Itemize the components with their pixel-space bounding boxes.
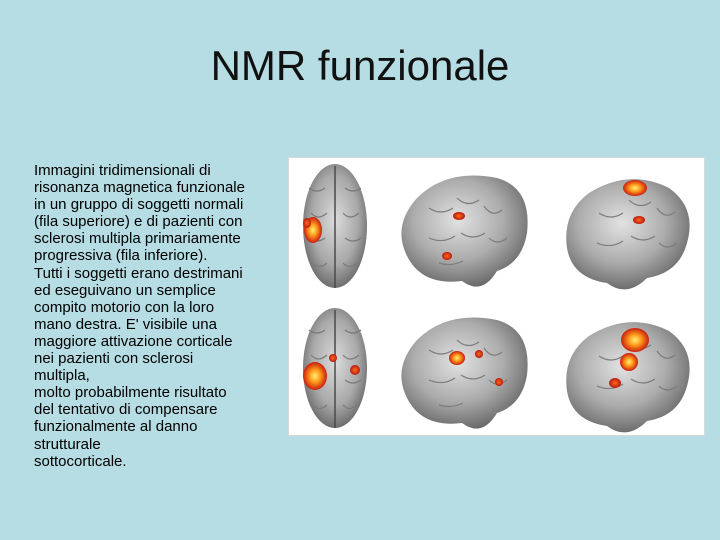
brain-right-lateral-ms [566, 322, 690, 433]
slide-body-text: Immagini tridimensionali di risonanza ma… [34, 162, 296, 470]
body-line: mano destra. E' visibile una [34, 315, 217, 333]
body-line: compito motorio con la loro [34, 298, 215, 316]
brain-top-view-ms [303, 308, 367, 428]
body-line: Immagini tridimensionali di [34, 162, 211, 179]
body-line: sottocorticale. [34, 452, 127, 470]
brain-right-lateral-normal [566, 179, 690, 290]
body-line: nei pazienti con sclerosi [34, 350, 194, 368]
body-line: (fila superiore) e di pazienti con [34, 213, 243, 231]
body-line: risonanza magnetica funzionale [34, 179, 245, 197]
body-line: funzionalmente al danno [34, 418, 198, 436]
brain-top-view-normal [303, 164, 367, 288]
body-line: maggiore attivazione corticale [34, 332, 233, 350]
fmri-brain-figure [288, 157, 705, 436]
body-line: progressiva (fila inferiore). [34, 247, 208, 265]
body-line: strutturale [34, 435, 101, 453]
body-line: sclerosi multipla primariamente [34, 230, 241, 248]
body-line: del tentativo di compensare [34, 401, 218, 419]
slide-title: NMR funzionale [210, 42, 510, 89]
body-line: multipla, [34, 367, 90, 385]
brain-left-lateral-ms [401, 317, 528, 429]
body-line: Tutti i soggetti erano destrimani [34, 264, 243, 282]
fmri-brain-images [303, 164, 690, 433]
body-line: in un gruppo di soggetti normali [34, 196, 244, 214]
body-line: molto probabilmente risultato [34, 384, 227, 402]
body-line: ed eseguivano un semplice [34, 281, 216, 299]
brain-left-lateral-normal [401, 175, 528, 287]
